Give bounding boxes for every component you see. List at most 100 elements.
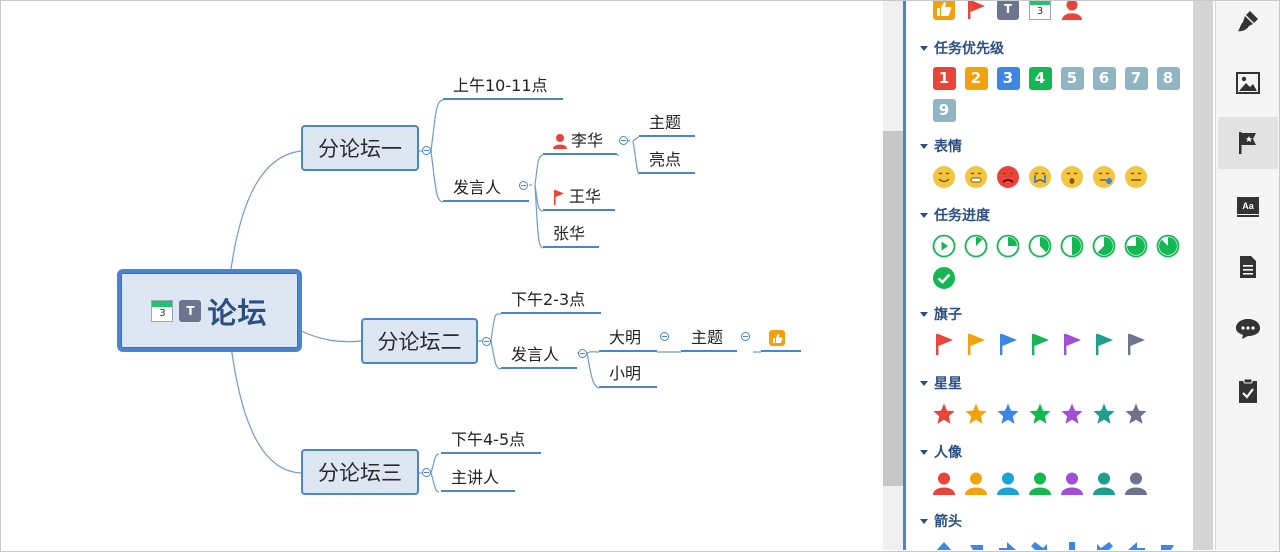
flag-7-icon[interactable] bbox=[1124, 332, 1148, 356]
mindmap-canvas[interactable]: 3 T 论坛 分论坛一 上午10-11点 发言人 李华 主题 亮点 王华 张华 … bbox=[1, 1, 883, 550]
task-button[interactable] bbox=[1218, 365, 1278, 417]
crying-face-icon[interactable] bbox=[1028, 165, 1052, 189]
panel-scrollbar[interactable] bbox=[1193, 1, 1213, 550]
progress-50-icon[interactable] bbox=[1060, 234, 1084, 258]
topic-host-3[interactable]: 主讲人 bbox=[441, 466, 515, 492]
collapse-toggle[interactable] bbox=[519, 181, 528, 190]
topic-time-2[interactable]: 下午2-3点 bbox=[501, 288, 601, 314]
star-4-icon[interactable] bbox=[1028, 402, 1052, 426]
priority-3-icon[interactable]: 3 bbox=[996, 66, 1020, 90]
branch-node-2[interactable]: 分论坛二 bbox=[361, 318, 478, 364]
red-flag-icon[interactable] bbox=[964, 1, 988, 21]
angry-face-icon[interactable] bbox=[996, 165, 1020, 189]
canvas-scrollbar[interactable] bbox=[883, 1, 903, 550]
shocked-face-icon[interactable] bbox=[1060, 165, 1084, 189]
priority-8-icon[interactable]: 8 bbox=[1156, 66, 1180, 90]
person-6-icon[interactable] bbox=[1092, 471, 1116, 495]
collapse-toggle[interactable] bbox=[619, 136, 628, 145]
progress-100-icon[interactable] bbox=[932, 266, 956, 290]
lihua-topic[interactable]: 主题 bbox=[639, 111, 695, 137]
person-1-icon[interactable] bbox=[932, 471, 956, 495]
person-5-icon[interactable] bbox=[1060, 471, 1084, 495]
priority-4-icon[interactable]: 4 bbox=[1028, 66, 1052, 90]
progress-38-icon[interactable] bbox=[1028, 234, 1052, 258]
arrow-down-left-icon[interactable] bbox=[1092, 539, 1116, 550]
priority-9-icon[interactable]: 9 bbox=[932, 98, 956, 122]
star-1-icon[interactable] bbox=[932, 402, 956, 426]
flag-5-icon[interactable] bbox=[1060, 332, 1084, 356]
calendar-icon[interactable]: 3 bbox=[1028, 1, 1052, 21]
collapse-toggle[interactable] bbox=[482, 337, 491, 346]
comment-button[interactable] bbox=[1218, 303, 1278, 355]
root-node[interactable]: 3 T 论坛 bbox=[117, 269, 302, 352]
flag-4-icon[interactable] bbox=[1028, 332, 1052, 356]
person-2-icon[interactable] bbox=[964, 471, 988, 495]
smile-face-icon[interactable] bbox=[932, 165, 956, 189]
progress-63-icon[interactable] bbox=[1092, 234, 1116, 258]
text-t-icon[interactable]: T bbox=[996, 1, 1020, 21]
flag-6-icon[interactable] bbox=[1092, 332, 1116, 356]
arrow-up-left-icon[interactable] bbox=[1156, 539, 1180, 550]
speaker-daming[interactable]: 大明 bbox=[599, 326, 657, 352]
priority-6-icon[interactable]: 6 bbox=[1092, 66, 1116, 90]
arrow-up-icon[interactable] bbox=[932, 539, 956, 550]
arrow-up-right-icon[interactable] bbox=[964, 539, 988, 550]
lihua-highlight[interactable]: 亮点 bbox=[639, 148, 695, 174]
speaker-wanghua[interactable]: 王华 bbox=[543, 185, 615, 211]
person-3-icon[interactable] bbox=[996, 471, 1020, 495]
arrow-left-icon[interactable] bbox=[1124, 539, 1148, 550]
topic-speakers-2[interactable]: 发言人 bbox=[501, 343, 577, 369]
note-button[interactable] bbox=[1218, 241, 1278, 293]
neutral-face-icon[interactable] bbox=[1124, 165, 1148, 189]
arrow-right-icon[interactable] bbox=[996, 539, 1020, 550]
person-7-icon[interactable] bbox=[1124, 471, 1148, 495]
topic-time-3[interactable]: 下午4-5点 bbox=[441, 428, 541, 454]
thumbs-up-topic[interactable] bbox=[761, 326, 801, 352]
progress-75-icon[interactable] bbox=[1124, 234, 1148, 258]
priority-7-icon[interactable]: 7 bbox=[1124, 66, 1148, 90]
style-brush-button[interactable] bbox=[1218, 0, 1278, 47]
progress-13-icon[interactable] bbox=[964, 234, 988, 258]
progress-25-icon[interactable] bbox=[996, 234, 1020, 258]
speaker-lihua[interactable]: 李华 bbox=[543, 129, 617, 155]
priority-1-icon[interactable]: 1 bbox=[932, 66, 956, 90]
section-progress[interactable]: 任务进度 bbox=[920, 205, 990, 225]
image-button[interactable] bbox=[1218, 57, 1278, 109]
collapse-toggle[interactable] bbox=[660, 332, 669, 341]
flag-1-icon[interactable] bbox=[932, 332, 956, 356]
section-arrows[interactable]: 箭头 bbox=[920, 511, 962, 531]
section-emotion[interactable]: 表情 bbox=[920, 136, 962, 156]
arrow-down-icon[interactable] bbox=[1060, 539, 1084, 550]
progress-88-icon[interactable] bbox=[1156, 234, 1180, 258]
speaker-xiaoming[interactable]: 小明 bbox=[599, 362, 657, 388]
daming-topic[interactable]: 主题 bbox=[681, 326, 737, 352]
marker-button[interactable] bbox=[1218, 117, 1278, 169]
speaker-zhanghua[interactable]: 张华 bbox=[543, 222, 599, 248]
thumbs-up-icon[interactable] bbox=[932, 1, 956, 21]
topic-speakers-1[interactable]: 发言人 bbox=[443, 176, 529, 202]
priority-5-icon[interactable]: 5 bbox=[1060, 66, 1084, 90]
section-priority[interactable]: 任务优先级 bbox=[920, 38, 1004, 58]
branch-node-3[interactable]: 分论坛三 bbox=[301, 449, 419, 495]
branch-node-1[interactable]: 分论坛一 bbox=[301, 125, 419, 171]
topic-time-1[interactable]: 上午10-11点 bbox=[443, 74, 563, 100]
section-flags[interactable]: 旗子 bbox=[920, 304, 962, 324]
star-5-icon[interactable] bbox=[1060, 402, 1084, 426]
collapse-toggle[interactable] bbox=[422, 468, 431, 477]
priority-2-icon[interactable]: 2 bbox=[964, 66, 988, 90]
collapse-toggle[interactable] bbox=[741, 332, 750, 341]
star-6-icon[interactable] bbox=[1092, 402, 1116, 426]
grin-face-icon[interactable] bbox=[964, 165, 988, 189]
collapse-toggle[interactable] bbox=[422, 146, 431, 155]
star-3-icon[interactable] bbox=[996, 402, 1020, 426]
section-stars[interactable]: 星星 bbox=[920, 373, 962, 393]
flag-3-icon[interactable] bbox=[996, 332, 1020, 356]
scrollbar-thumb[interactable] bbox=[883, 131, 903, 486]
star-2-icon[interactable] bbox=[964, 402, 988, 426]
section-people[interactable]: 人像 bbox=[920, 442, 962, 462]
person-4-icon[interactable] bbox=[1028, 471, 1052, 495]
flag-2-icon[interactable] bbox=[964, 332, 988, 356]
arrow-down-right-icon[interactable] bbox=[1028, 539, 1052, 550]
sleepy-face-icon[interactable] bbox=[1092, 165, 1116, 189]
progress-0-icon[interactable] bbox=[932, 234, 956, 258]
